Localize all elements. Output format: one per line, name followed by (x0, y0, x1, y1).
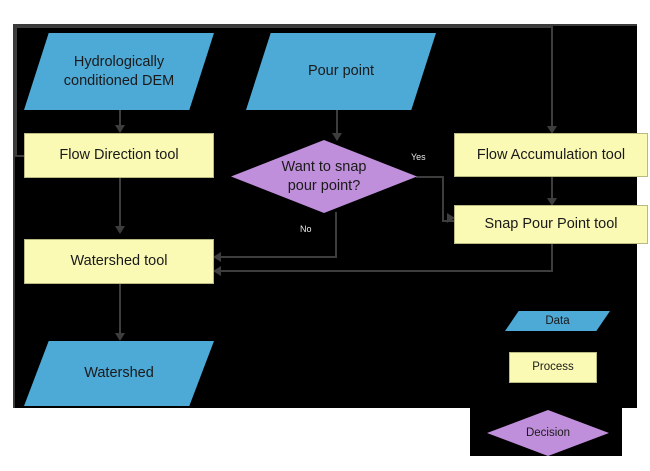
connector-flowdir-to-flowaccum-vertical (551, 26, 553, 130)
connector-flowdir-top-horizontal (15, 26, 553, 28)
connector-decision-yes-into-snap (442, 220, 454, 222)
legend-item-process: Process (509, 352, 597, 383)
node-label: Watershed tool (70, 253, 168, 270)
connector-flowdir-left-stub (15, 155, 25, 157)
node-watershed[interactable]: Watershed (24, 341, 214, 406)
node-snap-pour-point-tool[interactable]: Snap Pour Point tool (454, 205, 648, 244)
connector-pourpoint-to-decision (336, 110, 338, 140)
node-watershed-tool[interactable]: Watershed tool (24, 239, 214, 284)
node-flow-direction-tool[interactable]: Flow Direction tool (24, 133, 214, 178)
arrowhead-flowaccum-to-snap (547, 198, 557, 206)
arrowhead-flowdir-to-watertool (115, 226, 125, 234)
arrowhead-snap-to-watertool (213, 266, 221, 276)
node-hydrologically-conditioned-dem[interactable]: Hydrologically conditioned DEM (24, 33, 214, 110)
arrowhead-pourpoint-to-decision (332, 133, 342, 141)
node-pour-point[interactable]: Pour point (246, 33, 436, 110)
edge-label-yes: Yes (411, 152, 426, 162)
connector-flowdir-vertical-left (15, 26, 17, 156)
legend-item-data: Data (505, 311, 610, 331)
connector-decision-no-horizontal (219, 256, 337, 258)
node-label: Hydrologically conditioned DEM (63, 53, 175, 89)
connector-snap-to-watertool-vertical (551, 243, 553, 272)
legend-label-data: Data (545, 314, 570, 327)
connector-decision-yes-horizontal (416, 176, 444, 178)
edge-label-no: No (300, 224, 312, 234)
legend-label-process: Process (532, 361, 574, 374)
connector-snap-to-watertool-horizontal (219, 270, 553, 272)
arrowhead-flowdir-to-flowaccum (547, 126, 557, 134)
arrowhead-decision-no-to-watertool (213, 252, 221, 262)
arrowhead-watertool-to-watershed (115, 333, 125, 341)
connector-flowaccum-to-snap (551, 176, 553, 204)
legend-label-decision: Decision (525, 426, 571, 439)
node-label: Snap Pour Point tool (484, 216, 618, 233)
node-label: Flow Accumulation tool (476, 146, 626, 163)
node-label: Watershed (84, 365, 154, 382)
node-label: Pour point (307, 63, 375, 80)
connector-flowdir-to-watertool (119, 178, 121, 232)
connector-watertool-to-watershed (119, 283, 121, 339)
connector-decision-yes-vertical (442, 176, 444, 221)
connector-dem-to-flowdir (119, 110, 121, 132)
arrowhead-dem-to-flowdir (115, 125, 125, 133)
node-flow-accumulation-tool[interactable]: Flow Accumulation tool (454, 133, 648, 177)
connector-decision-no-vertical (335, 212, 337, 258)
node-label: Flow Direction tool (59, 147, 179, 164)
node-label: Want to snap pour point? (281, 158, 367, 194)
